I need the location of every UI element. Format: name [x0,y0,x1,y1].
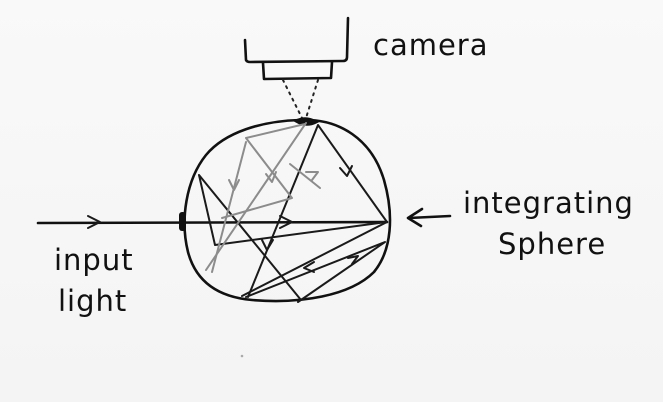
label-integrating: integrating [463,186,634,220]
camera-icon [243,16,350,119]
sphere-pointer-arrow [406,207,452,228]
pencil-rays [205,122,321,273]
label-sphere: Sphere [498,227,606,261]
camera-port [292,117,320,126]
label-light: light [58,284,127,318]
input-light-ray [36,215,389,229]
pencil-speck [240,354,244,358]
sphere-outline [183,118,392,303]
label-camera: camera [373,28,489,62]
reflected-rays [198,124,388,303]
label-input: input [54,243,134,277]
